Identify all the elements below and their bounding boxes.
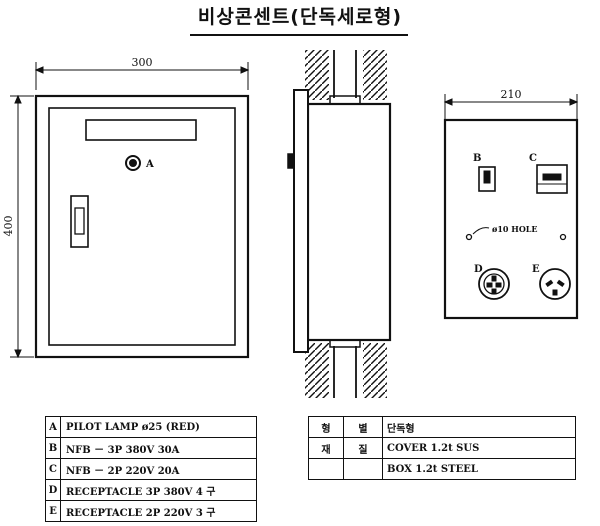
panel-width-arrow-left: [443, 98, 453, 106]
spec-table: 형 별 단독형 재 질 COVER 1.2t SUS BOX 1.2t STEE…: [308, 416, 576, 480]
receptacle-3p-pin-right: [495, 282, 502, 288]
parts-key: D: [45, 479, 61, 501]
side-view: [287, 50, 392, 398]
spec-row-box: BOX 1.2t STEEL: [308, 458, 576, 480]
panel-view: [443, 94, 579, 320]
pilot-lamp-ring: [125, 155, 141, 171]
wall-upper-right: [363, 50, 387, 100]
side-cover-flange: [293, 89, 309, 353]
receptacle-2p-marker-label: E: [532, 264, 540, 275]
side-lamp-protrusion: [287, 153, 295, 169]
spec-header-value: 단독형: [382, 416, 576, 438]
receptacle-3p-marker-label: D: [474, 264, 483, 275]
pilot-lamp-center: [129, 159, 137, 167]
spec-header-type-2: 별: [343, 416, 383, 438]
parts-key: E: [45, 500, 61, 522]
nfb-2p-toggle: [542, 173, 562, 181]
front-width-label: 300: [132, 56, 153, 69]
spec-empty-2: [343, 458, 383, 480]
hole-label: ø10 HOLE: [492, 224, 538, 234]
parts-description: NFB － 2P 220V 20A: [60, 458, 257, 480]
drawing-title: 비상콘센트(단독세로형): [197, 6, 403, 28]
front-height-arrow-top: [14, 94, 22, 104]
wall-lower-right: [363, 343, 387, 398]
parts-key: A: [45, 416, 61, 438]
spec-row-material: 재 질 COVER 1.2t SUS: [308, 437, 576, 459]
panel-plate: [443, 118, 579, 320]
front-height-arrow-bottom: [14, 349, 22, 359]
receptacle-2p-pin-right: [556, 279, 565, 288]
front-view: [10, 62, 250, 359]
nfb-2p-breaker: [536, 164, 568, 194]
front-door-inner: [48, 107, 236, 346]
spec-empty-1: [308, 458, 344, 480]
parts-description: PILOT LAMP ø25 (RED): [60, 416, 257, 438]
parts-description: NFB － 3P 380V 30A: [60, 437, 257, 459]
spec-material-1: 재: [308, 437, 344, 459]
receptacle-2p-pin-ground: [552, 289, 558, 296]
nfb-2p-marker-label: C: [529, 153, 537, 164]
spec-header-type-1: 형: [308, 416, 344, 438]
mounting-hole-left: [465, 233, 473, 241]
parts-key: C: [45, 458, 61, 480]
receptacle-3p-pin-bottom: [491, 288, 497, 295]
nfb-3p-breaker: [478, 166, 496, 192]
receptacle-2p-pin-left: [545, 279, 554, 288]
receptacle-2p-outer: [539, 268, 571, 300]
front-width-arrow-right: [240, 66, 250, 74]
nfb-3p-toggle: [483, 170, 491, 184]
nfb-3p-marker-label: B: [473, 153, 481, 164]
hole-leader-line: [472, 227, 490, 235]
door-handle-inner: [74, 207, 85, 235]
parts-key: B: [45, 437, 61, 459]
door-handle-outer: [70, 195, 89, 248]
name-plate-window: [85, 119, 197, 141]
spec-material-2: 질: [343, 437, 383, 459]
panel-width-arrow-right: [569, 98, 579, 106]
side-box-body: [306, 102, 392, 342]
title-underline: [190, 34, 408, 36]
receptacle-3p-pin-left: [486, 282, 493, 288]
parts-description: RECEPTACLE 2P 220V 3 구: [60, 500, 257, 522]
front-outer-box: [34, 94, 250, 359]
front-height-label: 400: [2, 216, 15, 237]
receptacle-3p-pin-top: [491, 275, 497, 282]
parts-description: RECEPTACLE 3P 380V 4 구: [60, 479, 257, 501]
spec-cover-value: COVER 1.2t SUS: [382, 437, 576, 459]
spec-header-row: 형 별 단독형: [308, 416, 576, 438]
mounting-hole-right: [559, 233, 567, 241]
lamp-marker-label: A: [145, 159, 154, 170]
front-width-arrow-left: [34, 66, 44, 74]
spec-box-value: BOX 1.2t STEEL: [382, 458, 576, 480]
receptacle-3p-outer: [478, 268, 510, 300]
panel-width-label: 210: [501, 88, 522, 101]
